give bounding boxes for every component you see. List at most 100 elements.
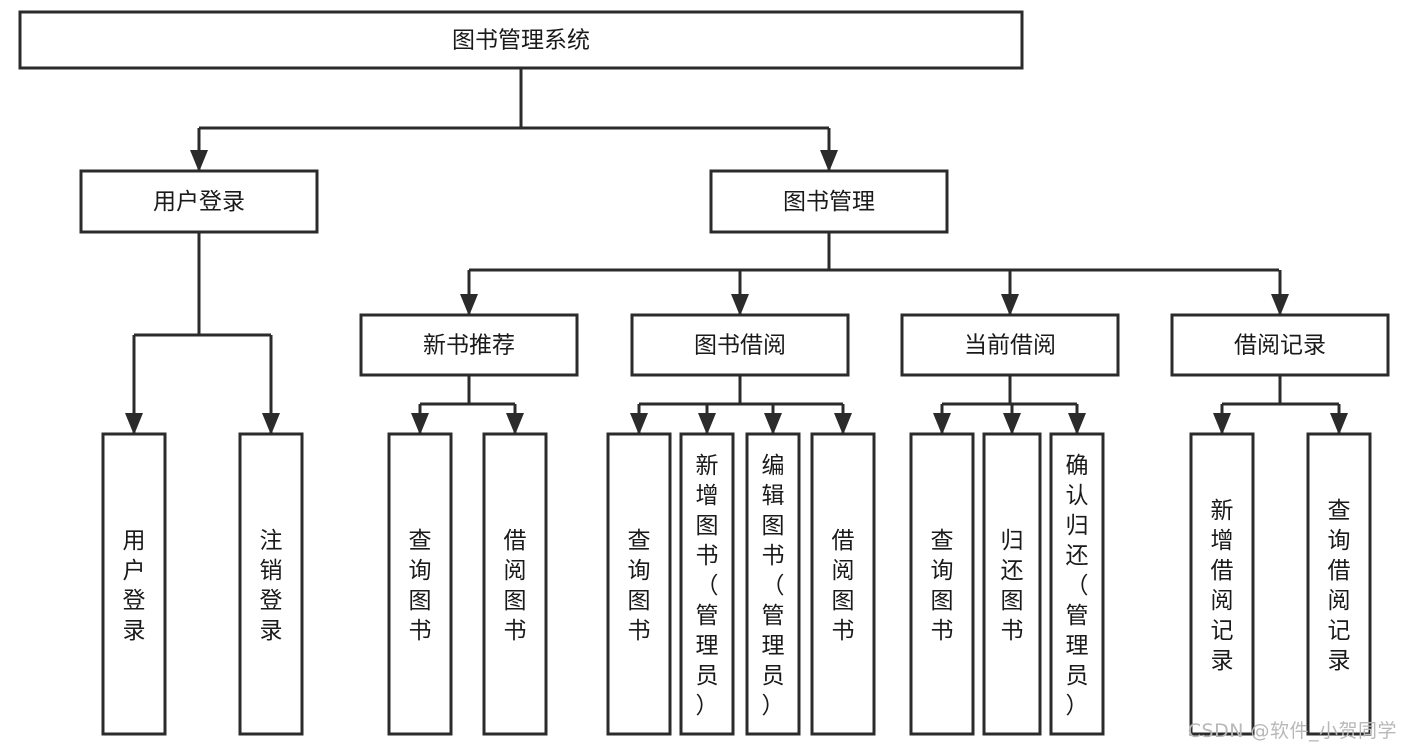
node-box-user-login[interactable] [79,169,319,234]
edge-borrow-record-to-leaf-add-borrow-record [1213,404,1231,435]
arrow-head-icon [125,413,143,435]
edge-current-borrow-to-leaf-return-book [1003,404,1021,435]
node-label-leaf-edit-book-admin: 编辑图书（管理员） [762,453,785,719]
arrow-head-icon [764,413,782,435]
node-leaf-edit-book-admin[interactable]: 编辑图书（管理员） [745,432,801,736]
node-box-leaf-add-book-admin[interactable] [679,432,735,736]
edge-book-borrow-to-leaf-add-book-admin [698,404,716,435]
node-box-leaf-add-borrow-record[interactable] [1189,432,1255,736]
node-label-leaf-query-book-3: 查询图书 [931,528,954,644]
edge-book-manage-to-book-borrow [731,270,749,316]
edge-book-borrow-to-leaf-query-book-2 [630,404,648,435]
edge-new-book-recommend-to-leaf-borrow-book-1 [506,404,524,435]
edge-user-login-to-leaf-user-login [125,335,143,435]
node-book-borrow[interactable]: 图书借阅 [630,313,850,377]
node-box-book-borrow[interactable] [630,313,850,377]
node-label-current-borrow: 当前借阅 [964,333,1056,359]
node-box-leaf-borrow-book-1[interactable] [482,432,548,736]
node-box-book-manage[interactable] [709,169,949,234]
node-box-borrow-record[interactable] [1170,313,1390,377]
node-box-current-borrow[interactable] [900,313,1120,377]
arrow-head-icon [1330,413,1348,435]
node-box-leaf-return-book[interactable] [982,432,1042,736]
node-leaf-return-book[interactable]: 归还图书 [982,432,1042,736]
csdn-watermark: CSDN @软件_小贺同学 [1187,720,1397,742]
arrow-head-icon [630,413,648,435]
nodes-layer: 图书管理系统用户登录图书管理新书推荐图书借阅当前借阅借阅记录用户登录注销登录查询… [18,10,1390,736]
node-leaf-borrow-book-2[interactable]: 借阅图书 [810,432,876,736]
node-label-leaf-borrow-book-1: 借阅图书 [504,528,527,644]
node-leaf-query-book-3[interactable]: 查询图书 [909,432,975,736]
node-box-new-book-recommend[interactable] [359,313,579,377]
node-label-leaf-query-book-1: 查询图书 [409,528,432,644]
edge-new-book-recommend-to-leaf-query-book-1 [411,404,429,435]
node-box-leaf-borrow-book-2[interactable] [810,432,876,736]
node-leaf-user-login[interactable]: 用户登录 [101,432,167,736]
node-leaf-add-borrow-record[interactable]: 新增借阅记录 [1189,432,1255,736]
node-label-borrow-record: 借阅记录 [1234,333,1326,359]
node-label-new-book-recommend: 新书推荐 [423,333,515,359]
node-leaf-query-book-1[interactable]: 查询图书 [387,432,453,736]
node-label-root: 图书管理系统 [452,28,590,54]
edge-root-to-book-manage [820,128,838,172]
node-user-login[interactable]: 用户登录 [79,169,319,234]
node-label-leaf-add-book-admin: 新增图书（管理员） [696,453,719,719]
arrow-head-icon [820,150,838,172]
node-box-leaf-query-book-3[interactable] [909,432,975,736]
node-borrow-record[interactable]: 借阅记录 [1170,313,1390,377]
connectors-layer [125,68,1348,435]
node-label-book-borrow: 图书借阅 [694,333,786,359]
arrow-head-icon [460,294,478,316]
node-label-leaf-query-borrow-record: 查询借阅记录 [1328,498,1351,674]
node-label-leaf-logout-login: 注销登录 [260,528,283,644]
node-leaf-borrow-book-1[interactable]: 借阅图书 [482,432,548,736]
node-label-leaf-return-book: 归还图书 [1001,528,1024,644]
node-box-leaf-logout-login[interactable] [238,432,304,736]
node-root[interactable]: 图书管理系统 [18,10,1024,70]
connector-group-bus-root [199,68,829,130]
node-label-leaf-user-login: 用户登录 [123,528,146,644]
connector-group-bus-book-borrow [639,375,843,406]
arrow-head-icon [190,150,208,172]
edge-book-manage-to-borrow-record [1271,270,1289,316]
node-new-book-recommend[interactable]: 新书推荐 [359,313,579,377]
node-box-leaf-edit-book-admin[interactable] [745,432,801,736]
arrow-head-icon [731,294,749,316]
node-box-leaf-query-borrow-record[interactable] [1306,432,1372,736]
node-leaf-query-book-2[interactable]: 查询图书 [606,432,672,736]
node-box-leaf-query-book-2[interactable] [606,432,672,736]
node-leaf-confirm-return-admin[interactable]: 确认归还（管理员） [1049,432,1105,736]
node-label-book-manage: 图书管理 [783,189,875,215]
node-label-leaf-confirm-return-admin: 确认归还（管理员） [1066,453,1089,719]
arrow-head-icon [834,413,852,435]
arrow-head-icon [411,413,429,435]
connector-group-bus-current-borrow [942,375,1077,406]
node-box-leaf-confirm-return-admin[interactable] [1049,432,1105,736]
node-current-borrow[interactable]: 当前借阅 [900,313,1120,377]
arrow-head-icon [1271,294,1289,316]
arrow-head-icon [262,413,280,435]
arrow-head-icon [1068,413,1086,435]
node-leaf-query-borrow-record[interactable]: 查询借阅记录 [1306,432,1372,736]
arrow-head-icon [933,413,951,435]
connector-group-bus-borrow-record [1222,375,1339,406]
node-label-user-login: 用户登录 [153,189,245,215]
arrow-head-icon [698,413,716,435]
edge-book-manage-to-new-book-recommend [460,270,478,316]
node-box-root[interactable] [18,10,1024,70]
edge-borrow-record-to-leaf-query-borrow-record [1330,404,1348,435]
arrow-head-icon [1003,413,1021,435]
node-box-leaf-user-login[interactable] [101,432,167,736]
node-label-leaf-borrow-book-2: 借阅图书 [832,528,855,644]
node-leaf-logout-login[interactable]: 注销登录 [238,432,304,736]
node-book-manage[interactable]: 图书管理 [709,169,949,234]
node-box-leaf-query-book-1[interactable] [387,432,453,736]
connector-group-bus-book-manage [469,232,1279,272]
node-leaf-add-book-admin[interactable]: 新增图书（管理员） [679,432,735,736]
connector-group-bus-new-book [420,375,515,406]
edge-book-borrow-to-leaf-edit-book-admin [764,404,782,435]
arrow-head-icon [506,413,524,435]
edge-current-borrow-to-leaf-confirm-return-admin [1068,404,1086,435]
